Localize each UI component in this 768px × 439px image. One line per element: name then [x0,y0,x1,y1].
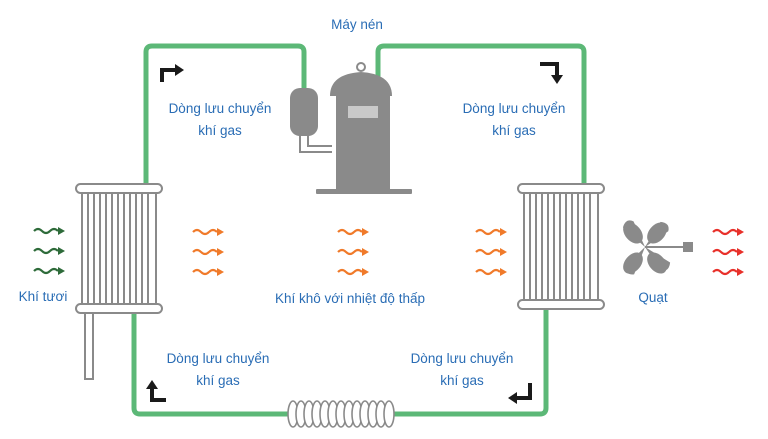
evaporator-coil-icon [75,183,163,380]
flow-label-line2: khí gas [196,373,240,388]
expansion-coil-icon [287,400,395,428]
air-arrow [336,228,369,236]
fresh-air-label: Khí tươi [18,289,68,304]
air-arrow [711,228,744,236]
refrigerant-pipe [131,43,587,417]
air-arrow [336,268,369,276]
flow-label-line1: Dòng lưu chuyển [168,101,272,116]
flow-arrow-bottom-left-icon [146,380,166,402]
flow-label-bottom-left: Dòng lưu chuyển khí gas [148,348,288,392]
air-arrow [336,248,369,256]
flow-label-line2: khí gas [440,373,484,388]
air-arrow [474,268,507,276]
fan-label: Quạt [638,290,668,305]
compressor-icon [290,62,412,194]
flow-label-top-left: Dòng lưu chuyển khí gas [150,98,290,142]
hot-air-arrows [711,228,744,276]
air-arrow [474,248,507,256]
fresh-air-arrows [32,227,65,275]
flow-label-line1: Dòng lưu chuyển [410,351,514,366]
flow-label-line2: khí gas [198,123,242,138]
air-arrow [191,228,224,236]
air-arrow [32,227,65,235]
air-arrow [191,268,224,276]
condenser-coil-icon [517,183,605,310]
fan-icon [622,220,693,275]
air-arrow [191,248,224,256]
air-arrow [711,268,744,276]
air-arrow [32,267,65,275]
flow-label-top-right: Dòng lưu chuyển khí gas [444,98,584,142]
flow-arrow-bottom-right-icon [508,383,532,404]
dry-air-label: Khí khô với nhiệt độ thấp [275,291,425,306]
air-arrow [711,248,744,256]
air-arrow [474,228,507,236]
flow-label-line1: Dòng lưu chuyển [166,351,270,366]
flow-label-line1: Dòng lưu chuyển [462,101,566,116]
flow-label-bottom-right: Dòng lưu chuyển khí gas [392,348,532,392]
flow-label-line2: khí gas [492,123,536,138]
flow-arrow-top-right-icon [540,62,563,84]
air-arrow [32,247,65,255]
dry-air-arrows [191,228,507,276]
flow-arrow-top-left-icon [160,64,184,82]
compressor-label: Máy nén [331,17,383,32]
